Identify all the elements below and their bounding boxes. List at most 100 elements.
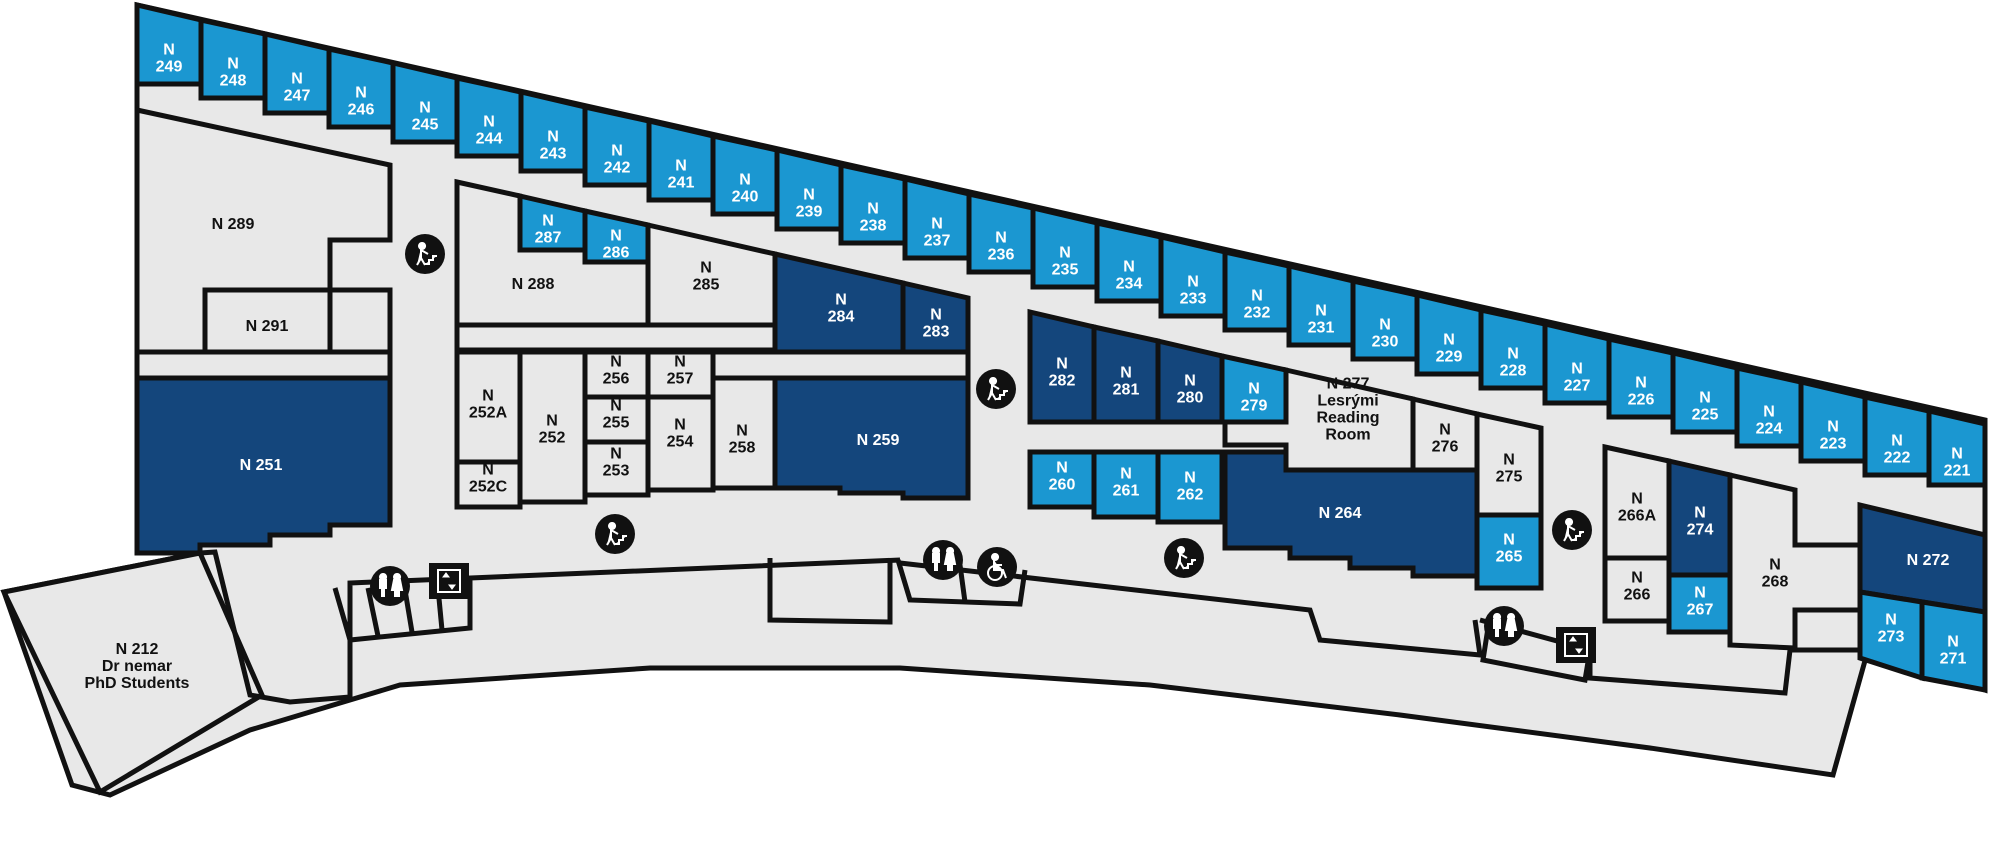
room-n251[interactable]	[134, 375, 393, 556]
room-label: 254	[667, 434, 694, 451]
room-label: N	[610, 228, 622, 245]
room-label: N	[483, 114, 495, 131]
room-label: 261	[1113, 483, 1140, 500]
room-label: N 272	[1907, 552, 1950, 569]
room-label: N	[674, 354, 686, 371]
room-label: N	[1184, 470, 1196, 487]
room-n291[interactable]	[202, 287, 393, 355]
room-label: N	[1439, 422, 1451, 439]
room-label: N	[1184, 373, 1196, 390]
room-label: 240	[732, 189, 759, 206]
room-label: N	[1187, 274, 1199, 291]
room-label: 283	[923, 324, 950, 341]
room-label: 237	[924, 233, 951, 250]
room-label: 257	[667, 371, 694, 388]
room-label: N	[1885, 612, 1897, 629]
room-label: N	[1891, 433, 1903, 450]
room-label: N	[1059, 245, 1071, 262]
facility-icons	[370, 234, 1596, 663]
corridor-strip	[710, 349, 971, 381]
elevator-icon	[1556, 627, 1596, 663]
room-n252c[interactable]	[454, 459, 523, 510]
room-label: 282	[1049, 373, 1076, 390]
room-label: 221	[1944, 463, 1971, 480]
room-label: 266	[1624, 587, 1651, 604]
room-label: 243	[540, 146, 567, 163]
room-n221[interactable]	[1926, 407, 1988, 488]
room-label: N	[739, 172, 751, 189]
room-label: N	[1507, 346, 1519, 363]
room-label: N 277	[1327, 376, 1370, 393]
restroom-stalls	[1480, 614, 1593, 683]
room-label: N	[803, 187, 815, 204]
room-label: 252A	[469, 405, 508, 422]
room-label: N	[1443, 332, 1455, 349]
room-label: N	[355, 85, 367, 102]
room-label: N	[931, 216, 943, 233]
room-n252[interactable]	[517, 349, 588, 505]
room-n271[interactable]	[1919, 599, 1988, 694]
room-label: 258	[729, 440, 756, 457]
room-label: 280	[1177, 390, 1204, 407]
room-label: 274	[1687, 522, 1714, 539]
room-label: N	[227, 56, 239, 73]
room-n259[interactable]	[772, 375, 971, 501]
room-label: N	[1694, 585, 1706, 602]
stairs-icon	[1164, 538, 1204, 578]
room-label: Lesrými	[1317, 393, 1378, 410]
room-label: 276	[1432, 439, 1459, 456]
room-label: 267	[1687, 602, 1714, 619]
room-label: N	[1699, 390, 1711, 407]
room-label: 260	[1049, 477, 1076, 494]
room-label: 256	[603, 371, 630, 388]
room-n254[interactable]	[645, 394, 716, 493]
room-label: N 259	[857, 432, 900, 449]
room-label: N	[611, 143, 623, 160]
room-label: 273	[1878, 629, 1905, 646]
room-label: Reading	[1316, 410, 1379, 427]
room-label: 271	[1940, 651, 1967, 668]
room-label: N 288	[512, 276, 555, 293]
room-label: 236	[988, 247, 1015, 264]
room-n262[interactable]	[1155, 449, 1225, 525]
room-label: N 289	[212, 216, 255, 233]
room-label: N	[610, 398, 622, 415]
room-n266[interactable]	[1602, 555, 1672, 624]
stairs-icon	[595, 514, 635, 554]
room-label: 224	[1756, 421, 1783, 438]
room-label: 229	[1436, 349, 1463, 366]
room-label: N 251	[240, 457, 283, 474]
room-label: 230	[1372, 334, 1399, 351]
stairs-icon	[976, 369, 1016, 409]
restroom-icon	[1484, 606, 1524, 646]
room-label: N	[547, 129, 559, 146]
room-label: 284	[828, 309, 855, 326]
elevator-icon	[429, 563, 469, 599]
room-label: 227	[1564, 378, 1591, 395]
corridor-wall	[199, 549, 901, 705]
restroom-icon	[923, 540, 963, 580]
room-label: N	[1379, 317, 1391, 334]
room-label: 265	[1496, 549, 1523, 566]
room-n264[interactable]	[1222, 449, 1480, 579]
room-label: 253	[603, 463, 630, 480]
room-label: N	[1056, 356, 1068, 373]
room-label: N	[1503, 532, 1515, 549]
room-label: N	[1315, 303, 1327, 320]
room-label: N	[736, 423, 748, 440]
room-label: N	[1827, 419, 1839, 436]
top-room-strip	[134, 1, 1988, 488]
room-label: N 291	[246, 318, 289, 335]
room-label: Room	[1325, 427, 1370, 444]
room-label: N	[867, 201, 879, 218]
room-label: N 212	[116, 641, 159, 658]
room-label: 242	[604, 160, 631, 177]
room-label: N	[163, 42, 175, 59]
room-label: N	[1763, 404, 1775, 421]
room-label: 252	[539, 430, 566, 447]
room-label: 246	[348, 102, 375, 119]
room-label: N	[1120, 466, 1132, 483]
room-label: 266A	[1618, 508, 1657, 525]
room-n267[interactable]	[1666, 572, 1733, 635]
